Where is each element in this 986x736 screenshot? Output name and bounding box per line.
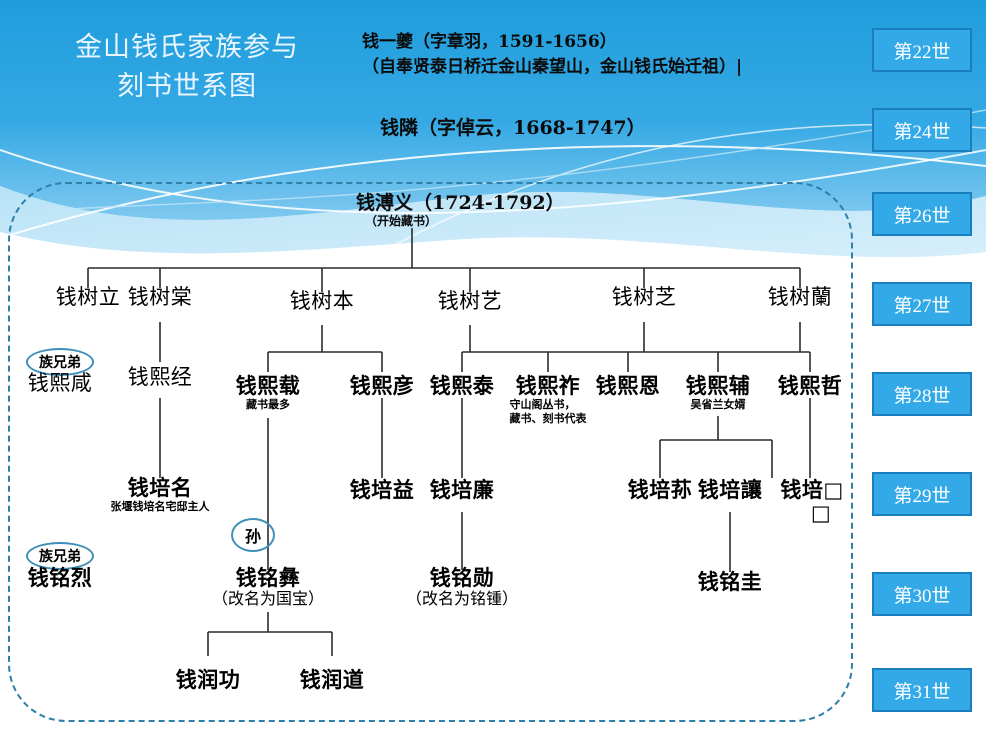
person-name: 钱培讓 xyxy=(697,477,763,502)
ancestor-first-migrant: 钱一夔（字章羽，1591-1656） （自奉贤泰日桥迁金山秦望山，金山钱氏始迁祖… xyxy=(362,32,743,77)
person-g29-5[interactable]: 钱培□ □ xyxy=(780,478,843,524)
person-g31-1[interactable]: 钱润道 xyxy=(300,668,365,691)
tag-clan-brother-1: 族兄弟 xyxy=(26,348,94,376)
person-name: 钱熙祚 xyxy=(515,373,581,398)
person-name: 钱润功 xyxy=(175,667,241,692)
person-g31-0[interactable]: 钱润功 xyxy=(176,668,241,691)
generation-badge-29: 第29世 xyxy=(872,472,972,516)
person-name: 钱树立 xyxy=(55,285,121,309)
generation-badge-27: 第27世 xyxy=(872,282,972,326)
ancestor-qian-lin: 钱隣（字倬云，1668-1747） xyxy=(380,117,646,139)
person-g27-4[interactable]: 钱树芝 xyxy=(611,285,677,309)
generation-badge-26: 第26世 xyxy=(872,192,972,236)
person-g28-8[interactable]: 钱熙哲 xyxy=(778,374,843,397)
person-g29-1[interactable]: 钱培益 xyxy=(350,478,415,501)
person-note: 张堰钱培名宅邸主人 xyxy=(110,500,210,514)
person-note: 守山阁丛书， 藏书、刻书代表 xyxy=(509,398,587,425)
person-note: 吴省兰女婿 xyxy=(690,398,746,412)
person-name: 钱熙经 xyxy=(127,365,193,389)
person-name: 钱树棠 xyxy=(127,285,193,309)
tag-clan-brother-2: 族兄弟 xyxy=(26,542,94,570)
tag-grandson: 孙 xyxy=(231,518,275,552)
person-g28-0[interactable]: 钱熙咸 xyxy=(27,371,93,395)
person-name: 钱铭勋 xyxy=(429,565,495,590)
ancestor-qian-puyi-note: （开始藏书） xyxy=(365,214,438,228)
person-name: 钱培名 xyxy=(127,475,193,500)
person-name: 钱熙恩 xyxy=(595,373,661,398)
person-name: 钱树艺 xyxy=(437,289,503,313)
person-g29-2[interactable]: 钱培廉 xyxy=(430,478,495,501)
person-name: 钱铭彝 xyxy=(235,565,301,590)
person-name: 钱熙泰 xyxy=(429,373,495,398)
person-name: 钱树蘭 xyxy=(767,285,833,309)
person-name: 钱铭烈 xyxy=(27,565,93,590)
person-g29-4[interactable]: 钱培讓 xyxy=(698,478,763,501)
person-g27-3[interactable]: 钱树艺 xyxy=(437,289,503,313)
person-name: 钱培□ xyxy=(780,477,844,502)
person-g30-2[interactable]: 钱铭勋 （改名为铭锺） xyxy=(406,566,518,608)
person-name: 钱熙彦 xyxy=(349,373,415,398)
person-g28-7[interactable]: 钱熙辅 吴省兰女婿 xyxy=(686,374,751,412)
person-g30-3[interactable]: 钱铭圭 xyxy=(698,570,763,593)
generation-badge-28: 第28世 xyxy=(872,372,972,416)
person-g28-4[interactable]: 钱熙泰 xyxy=(430,374,495,397)
person-g28-1[interactable]: 钱熙经 xyxy=(127,365,193,389)
generation-badge-31: 第31世 xyxy=(872,668,972,712)
person-name: 钱熙辅 xyxy=(685,373,751,398)
person-g27-5[interactable]: 钱树蘭 xyxy=(767,285,833,309)
person-g28-2[interactable]: 钱熙载 藏书最多 xyxy=(236,374,301,412)
person-name: 钱培廉 xyxy=(429,477,495,502)
person-name-overflow: □ xyxy=(810,500,832,526)
page-title: 金山钱氏家族参与 刻书世系图 xyxy=(75,32,299,102)
person-name: 钱润道 xyxy=(299,667,365,692)
person-name: 钱熙哲 xyxy=(777,373,843,398)
family-scope-dashed-container xyxy=(8,182,853,722)
generation-badge-24: 第24世 xyxy=(872,108,972,152)
generation-badge-22: 第22世 xyxy=(872,28,972,72)
person-note: 藏书最多 xyxy=(246,398,290,412)
person-name: 钱树本 xyxy=(289,289,355,313)
person-alias: （改名为国宝） xyxy=(211,589,325,609)
person-g28-5[interactable]: 钱熙祚 守山阁丛书， 藏书、刻书代表 xyxy=(510,374,587,426)
person-g28-6[interactable]: 钱熙恩 xyxy=(596,374,661,397)
person-name: 钱铭圭 xyxy=(697,569,763,594)
person-g27-1[interactable]: 钱树棠 xyxy=(127,285,193,309)
person-name: 钱熙咸 xyxy=(27,371,93,395)
person-g29-0[interactable]: 钱培名 张堰钱培名宅邸主人 xyxy=(111,476,210,514)
person-alias: （改名为铭锺） xyxy=(405,589,519,609)
person-g28-3[interactable]: 钱熙彦 xyxy=(350,374,415,397)
person-g27-0[interactable]: 钱树立 xyxy=(55,285,121,309)
person-name: 钱熙载 xyxy=(235,373,301,398)
ancestor-qian-puyi-name: 钱溥义（1724-1792） xyxy=(356,192,565,214)
generation-badge-30: 第30世 xyxy=(872,572,972,616)
person-name: 钱培荪 xyxy=(627,477,693,502)
person-g30-0[interactable]: 钱铭烈 xyxy=(28,566,93,589)
person-g27-2[interactable]: 钱树本 xyxy=(289,289,355,313)
person-g29-3[interactable]: 钱培荪 xyxy=(628,478,693,501)
person-name: 钱培益 xyxy=(349,477,415,502)
person-name: 钱树芝 xyxy=(611,285,677,309)
person-g30-1[interactable]: 钱铭彝 （改名为国宝） xyxy=(212,566,324,608)
